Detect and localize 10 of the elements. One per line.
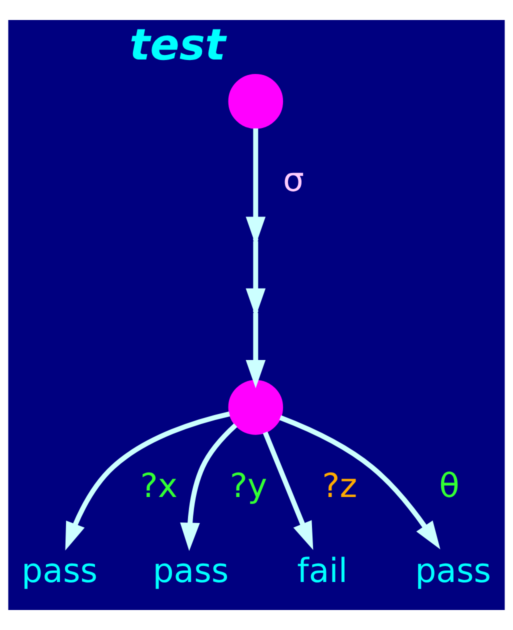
node-text: pass	[415, 550, 492, 590]
edge-label: ?z	[322, 466, 358, 506]
node-label: test	[129, 20, 226, 71]
node-text: pass	[22, 550, 98, 590]
edge-label: ?y	[230, 466, 268, 506]
edge-label: θ	[439, 466, 460, 506]
edge-label: ?x	[140, 466, 178, 506]
node-text: fail	[297, 550, 348, 590]
edge-label: σ	[283, 160, 304, 200]
node-text: pass	[152, 550, 229, 590]
